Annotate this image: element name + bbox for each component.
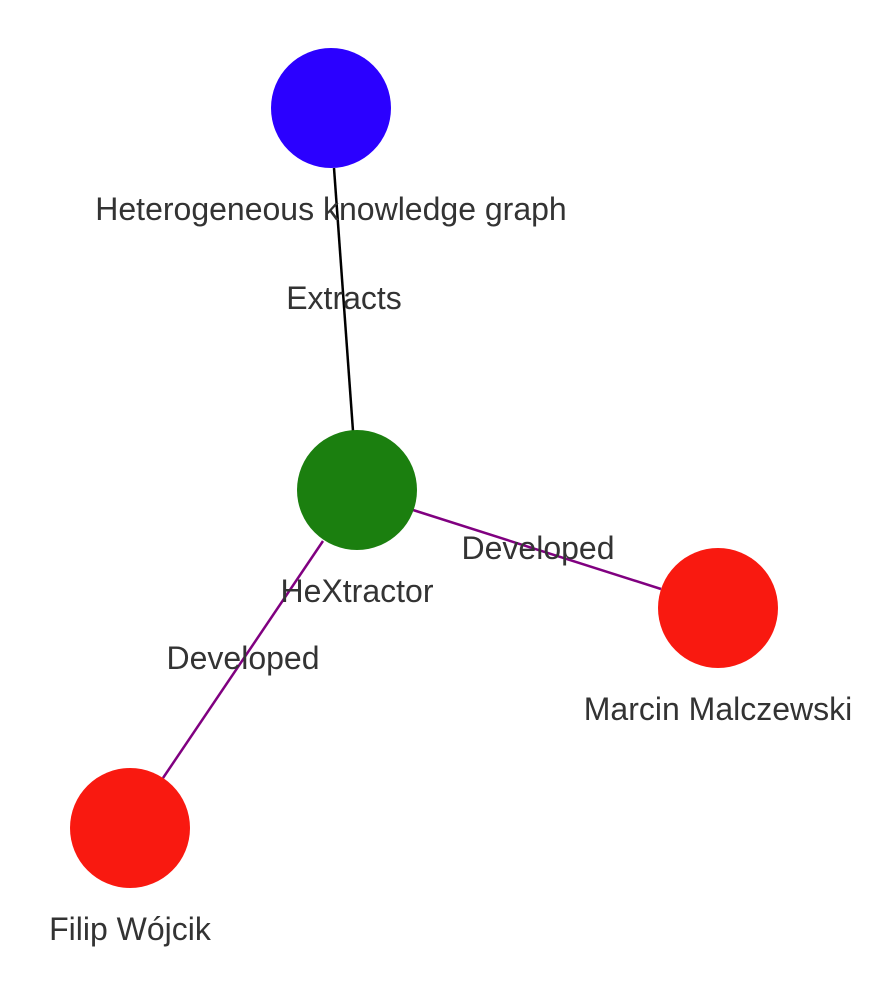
edge-label-extracts: Extracts — [286, 280, 402, 316]
node-filip-wojcik[interactable] — [70, 768, 190, 888]
node-labels-layer: Heterogeneous knowledge graph HeXtractor… — [49, 191, 852, 947]
node-marcin-malczewski[interactable] — [658, 548, 778, 668]
node-label-filip-wojcik: Filip Wójcik — [49, 911, 212, 947]
node-heterogeneous-knowledge-graph[interactable] — [271, 48, 391, 168]
node-label-heterogeneous-knowledge-graph: Heterogeneous knowledge graph — [95, 191, 566, 227]
edge-label-developed-marcin: Developed — [462, 530, 615, 566]
edges-layer — [161, 167, 662, 779]
edge-developed-marcin — [412, 508, 662, 591]
edge-developed-filip — [161, 540, 325, 779]
nodes-layer — [70, 48, 778, 888]
node-label-marcin-malczewski: Marcin Malczewski — [584, 691, 852, 727]
node-label-hextractor: HeXtractor — [281, 573, 434, 609]
edge-extracts — [332, 167, 355, 432]
edge-label-developed-filip: Developed — [167, 640, 320, 676]
node-hextractor[interactable] — [297, 430, 417, 550]
edge-labels-layer: Extracts Developed Developed — [167, 280, 615, 676]
